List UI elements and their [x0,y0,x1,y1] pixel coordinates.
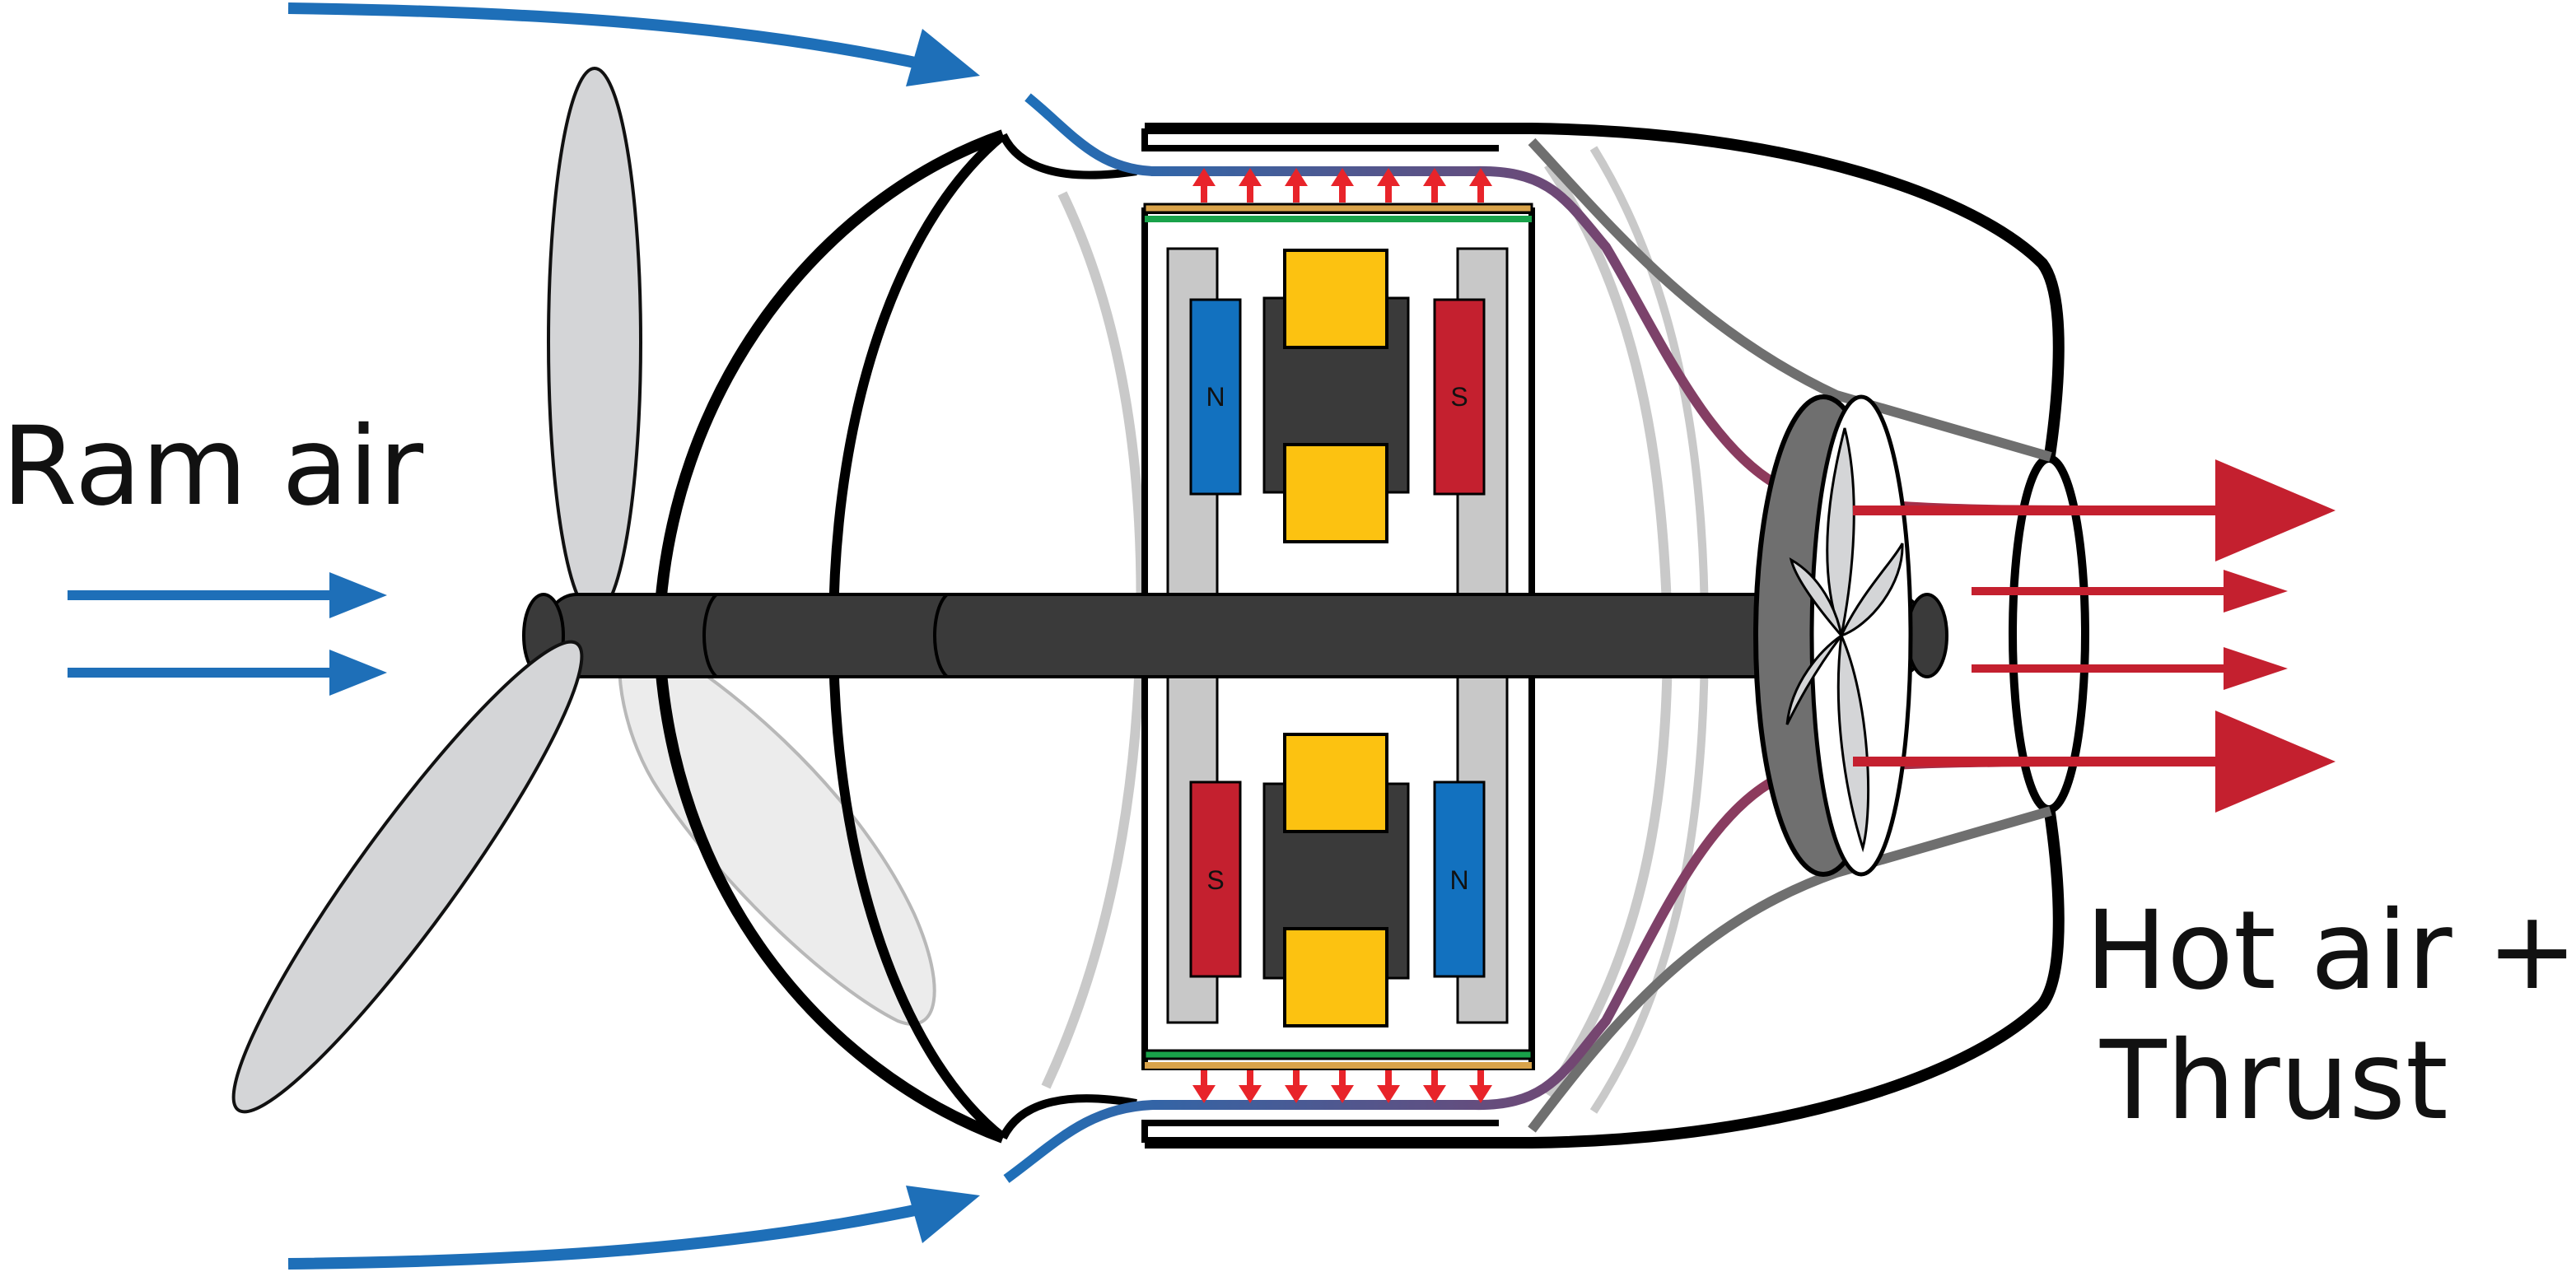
ram-air-arrowhead-lower [329,650,387,696]
heat-arrow-up [1285,168,1308,203]
heat-arrow-down [1239,1070,1262,1103]
inner-duct-top [1528,137,2052,462]
magnet-top-right-label: S [1450,382,1468,412]
coil-top-lower [1283,443,1388,543]
heat-strip-top-green [1145,216,1532,222]
magnet-bottom-right [1433,780,1486,978]
shaft-joint-1 [702,593,718,678]
heat-arrow-down [1285,1070,1308,1103]
hot-air-arrowhead-3 [2224,647,2288,690]
heat-arrow-up [1192,168,1216,203]
heat-arrow-down [1331,1070,1354,1103]
intake-lip-top [999,133,1137,179]
shell-rim-bottom [1141,1120,1499,1143]
heat-strip-top-orange [1143,203,1533,214]
nacelle-shell-top [1145,123,2065,463]
fan-blade-4 [1785,634,1843,725]
inner-duct-bottom [1528,806,2052,1133]
fan-blade-5 [1789,557,1844,641]
fan-blade-1 [1826,427,1855,641]
heat-arrow-down [1423,1070,1446,1103]
heat-arrow-up [1239,168,1262,203]
outer-airflow-top-head [906,29,980,86]
heat-arrow-up [1469,168,1492,203]
heat-strip-bottom-orange [1145,1062,1532,1069]
thrust-label: Thrust [2099,1018,2448,1144]
fan-blade-2 [1839,543,1904,638]
heat-arrow-down [1377,1070,1400,1103]
ram-air-arrowhead-upper [329,572,387,618]
propeller-blade-lower [231,640,584,1114]
hot-air-arrowhead-4 [2215,711,2336,813]
magnet-bottom-left [1189,780,1242,978]
shaft-body [542,593,1929,678]
outer-airflow-top [287,2,932,72]
outer-airflow-bottom [287,1201,932,1270]
hot-air-arrows [1853,459,2336,813]
outer-airflow-bottom-head [906,1186,980,1243]
nacelle-shell-bottom [1145,805,2065,1149]
coil-top-upper [1283,249,1388,349]
magnet-bottom-right-label: N [1449,865,1468,895]
coil-bottom-upper [1283,733,1388,833]
propeller-blade-upper [547,67,642,617]
magnet-bottom-left-label: S [1206,865,1224,895]
magnet-top-left-label: N [1206,382,1225,412]
hot-air-arrowhead-2 [2224,570,2288,613]
hot-air-arrowhead-1 [2215,459,2336,561]
shaft-right-end [1906,593,1948,678]
fan-blade-3 [1836,631,1870,853]
magnet-top-left [1189,298,1242,496]
heat-arrow-down [1192,1070,1216,1103]
exhaust-fan [1753,394,1913,877]
heat-strip-bottom-green [1143,1049,1533,1060]
ghost-propeller-blade [618,623,936,1026]
inner-duct [1528,137,2052,1133]
ram-air-label: Ram air [2,403,424,530]
magnet-top-right [1433,298,1486,496]
heat-arrow-up [1423,168,1446,203]
hot-air-label: Hot air + [2085,888,2576,1014]
heat-arrow-up [1331,168,1354,203]
coil-bottom-lower [1283,927,1388,1027]
heat-arrows-bottom [1192,1070,1492,1103]
outer-airflow-arrows [287,2,980,1270]
heat-arrows-top [1192,168,1492,203]
intake-lip-bottom [999,1094,1137,1140]
ram-air-arrows [68,572,387,696]
drive-shaft [522,593,1948,678]
shell-rim-top [1141,128,1499,151]
heat-arrow-down [1469,1070,1492,1103]
heat-arrow-up [1377,168,1400,203]
shaft-joint-2 [933,593,949,678]
